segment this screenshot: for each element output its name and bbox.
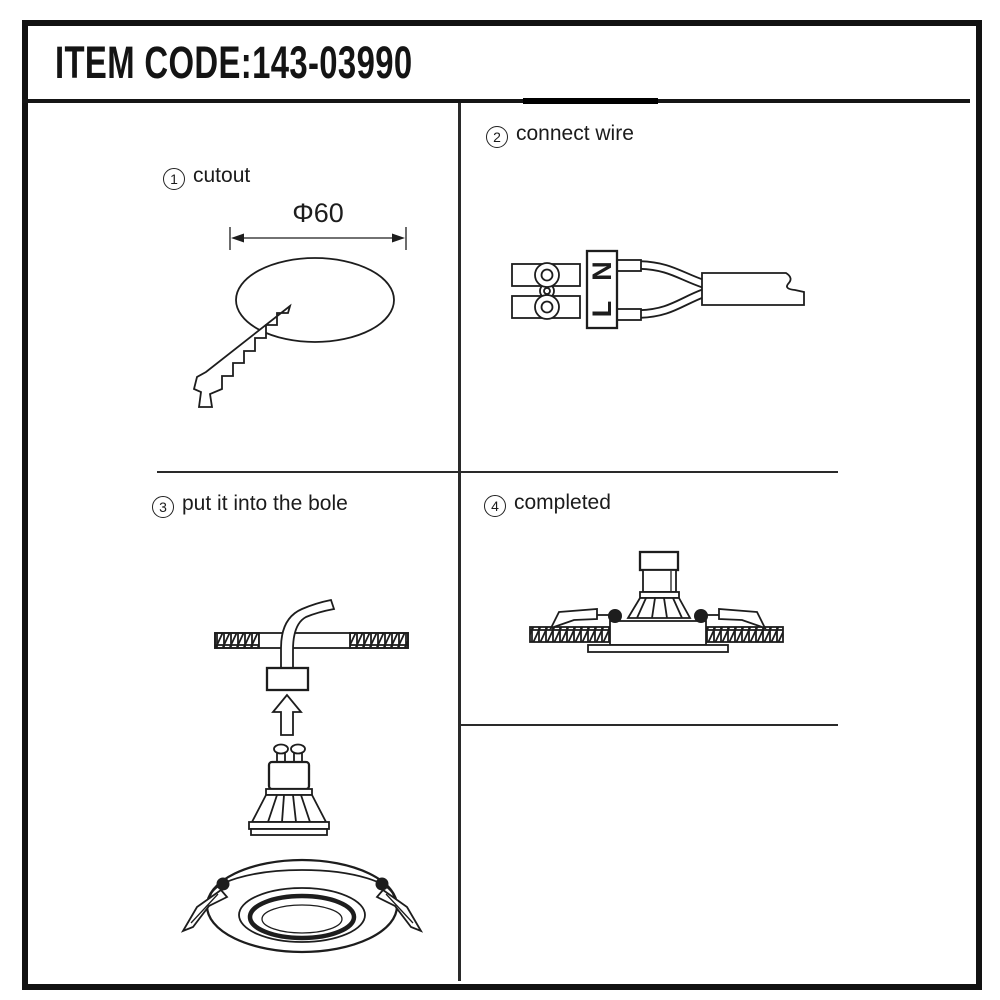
lamp-base-plate bbox=[248, 821, 330, 830]
ceiling-hatch-left bbox=[214, 632, 260, 649]
step4-number: 4 bbox=[484, 495, 506, 517]
ceiling-hatch-right bbox=[705, 626, 784, 643]
trim-flange bbox=[587, 644, 729, 653]
step1-label: 1 cutout bbox=[163, 164, 250, 190]
spring-wing-right bbox=[718, 608, 767, 630]
terminal-block bbox=[585, 249, 619, 330]
up-arrow bbox=[271, 693, 303, 736]
connector-box bbox=[265, 666, 310, 692]
horizontal-divider-lower bbox=[458, 724, 838, 727]
spring-wing-left bbox=[549, 608, 598, 630]
sheet-border bbox=[22, 20, 982, 990]
step4-text: completed bbox=[514, 491, 611, 514]
cutout-diagram: Φ60 bbox=[192, 198, 407, 408]
header-divider bbox=[22, 99, 970, 103]
step4-label: 4 completed bbox=[484, 491, 611, 517]
trim-ring-opening bbox=[247, 893, 357, 941]
terminal-n-label: N bbox=[587, 261, 617, 281]
cutout-hole-ellipse bbox=[235, 257, 395, 343]
clip-pivot-left bbox=[608, 609, 622, 623]
header: ITEM CODE:143-03990 bbox=[55, 40, 545, 86]
fixture-cap bbox=[638, 550, 680, 572]
recessed-can bbox=[609, 620, 707, 646]
terminal-l-label: L bbox=[587, 301, 617, 318]
clip-pivot-left bbox=[216, 877, 230, 891]
connect-wire-diagram: N L bbox=[511, 249, 805, 330]
clip-pivot-right bbox=[694, 609, 708, 623]
step1-text: cutout bbox=[193, 164, 251, 187]
cable-sheath bbox=[701, 272, 805, 306]
vertical-divider bbox=[458, 103, 461, 981]
completed-diagram bbox=[529, 550, 784, 653]
terminal-stub-top bbox=[616, 259, 642, 272]
terminal-screw-top bbox=[534, 262, 560, 288]
lamp-body bbox=[267, 760, 311, 791]
clip-pivot-right bbox=[375, 877, 389, 891]
dim-arrow-left bbox=[231, 233, 244, 243]
cutout-dimension-label: Φ60 bbox=[292, 198, 344, 228]
header-divider-thick-segment bbox=[523, 98, 658, 104]
terminal-stub-bottom bbox=[616, 308, 642, 321]
step2-label: 2 connect wire bbox=[486, 122, 634, 148]
terminal-screw-bottom bbox=[534, 294, 560, 320]
ceiling-hatch-right bbox=[349, 632, 409, 649]
step1-number: 1 bbox=[163, 168, 185, 190]
horizontal-divider-upper bbox=[157, 471, 838, 474]
supply-wire bbox=[280, 598, 336, 670]
spring-clip-right bbox=[375, 888, 424, 933]
step2-number: 2 bbox=[486, 126, 508, 148]
item-code-title: ITEM CODE:143-03990 bbox=[55, 37, 413, 88]
lamp-flare bbox=[250, 794, 328, 823]
step3-text: put it into the bole bbox=[182, 492, 348, 515]
step3-number: 3 bbox=[152, 496, 174, 518]
dim-arrow-right bbox=[392, 233, 405, 243]
step3-label: 3 put it into the bole bbox=[152, 492, 348, 518]
socket-interior bbox=[261, 904, 343, 934]
installation-diagram bbox=[180, 598, 424, 954]
step2-text: connect wire bbox=[516, 122, 634, 145]
saw-blade bbox=[192, 303, 292, 408]
spring-clip-left bbox=[180, 888, 229, 933]
ceiling-hatch-left bbox=[529, 626, 611, 643]
